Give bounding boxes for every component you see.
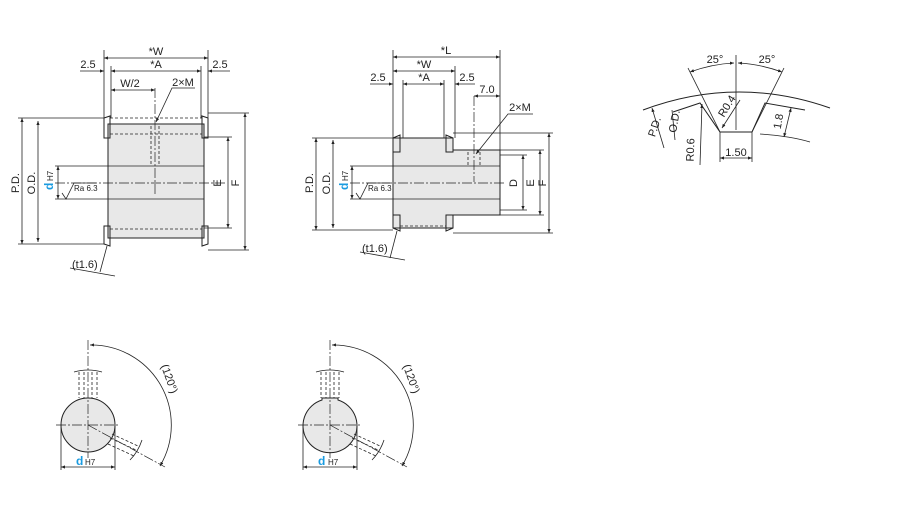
- front-view-pulley: *W *A 2.5 2.5 W/2 2×M P.D. O.D. d H7 Ra …: [10, 46, 249, 277]
- dim-right-2.5: 2.5: [212, 59, 227, 71]
- label-OD: O.D.: [26, 172, 38, 195]
- label-R06: R0.6: [685, 138, 698, 162]
- label-1.8: 1.8: [772, 113, 786, 130]
- label-1.50: 1.50: [725, 147, 746, 159]
- label-Ra: Ra 6.3: [368, 184, 392, 193]
- label-d: d: [318, 454, 325, 468]
- label-2xM: 2×M: [172, 77, 194, 89]
- label-E: E: [212, 179, 224, 186]
- dim-left-2.5: 2.5: [80, 59, 95, 71]
- label-OD: O.D.: [667, 109, 683, 133]
- label-d: d: [337, 183, 351, 190]
- label-120: (120°): [400, 363, 422, 395]
- dim-A: *A: [418, 72, 430, 84]
- side-view-round-bore: (120°) d H7: [56, 340, 180, 470]
- side-view-keyway-bore: (120°) d H7: [298, 340, 422, 470]
- dim-L: *L: [441, 45, 451, 57]
- label-120: (120°): [158, 363, 180, 395]
- label-PD: P.D.: [10, 173, 22, 193]
- dim-7.0: 7.0: [479, 84, 494, 96]
- label-PD: P.D.: [646, 116, 664, 139]
- dim-right-2.5: 2.5: [459, 72, 474, 84]
- pulley-body: [107, 123, 205, 239]
- label-angle-right: 25°: [759, 54, 776, 66]
- label-t1.6: (t1.6): [362, 243, 388, 255]
- label-H7: H7: [46, 170, 55, 181]
- label-H7: H7: [85, 458, 96, 467]
- label-2xM: 2×M: [509, 102, 531, 114]
- label-OD: O.D.: [321, 172, 333, 195]
- label-H7: H7: [328, 458, 339, 467]
- label-angle-left: 25°: [707, 54, 724, 66]
- label-t1.6: (t1.6): [72, 259, 98, 271]
- tooth-profile-detail: 25° 25° P.D. O.D. R0.6 R0.4 1.50 1.8: [642, 54, 831, 166]
- label-F: F: [537, 179, 549, 186]
- label-E: E: [525, 179, 537, 186]
- label-d: d: [42, 183, 56, 190]
- dim-W: *W: [149, 46, 164, 58]
- label-PD: P.D.: [304, 173, 316, 193]
- label-H7: H7: [341, 170, 350, 181]
- label-R04: R0.4: [716, 93, 738, 119]
- dim-W-half: W/2: [120, 78, 140, 90]
- dim-left-2.5: 2.5: [370, 72, 385, 84]
- dim-W: *W: [417, 59, 432, 71]
- dim-A: *A: [150, 59, 162, 71]
- front-view-pulley-with-boss: *L *W *A 2.5 2.5 7.0 2×M P.D. O.D. d H7 …: [304, 45, 553, 261]
- label-Ra: Ra 6.3: [74, 184, 98, 193]
- label-D: D: [508, 179, 520, 187]
- label-d: d: [76, 454, 83, 468]
- label-F: F: [230, 179, 242, 186]
